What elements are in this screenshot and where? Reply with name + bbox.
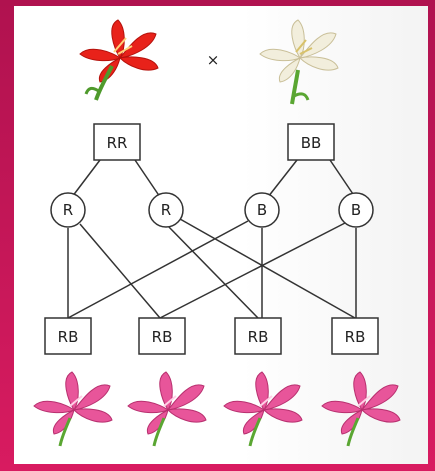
gamete-label: B: [257, 201, 267, 219]
offspring-pink-flower-icon: [223, 371, 303, 435]
parent-genotype-label: BB: [301, 134, 322, 152]
offspring-box: RB: [331, 317, 379, 355]
offspring-genotype-label: RB: [345, 328, 366, 346]
offspring-box: RB: [138, 317, 186, 355]
gamete-label: R: [63, 201, 73, 219]
offspring-box: RB: [234, 317, 282, 355]
gamete-circle: R: [148, 192, 184, 228]
cross-symbol: ×: [207, 51, 220, 69]
offspring-pink-flower-icon: [321, 371, 401, 435]
gamete-circle: B: [244, 192, 280, 228]
gamete-label: R: [161, 201, 171, 219]
gamete-circle: R: [50, 192, 86, 228]
offspring-genotype-label: RB: [58, 328, 79, 346]
offspring-genotype-label: RB: [152, 328, 173, 346]
offspring-box: RB: [44, 317, 92, 355]
parent-red-flower-icon: [79, 19, 159, 101]
parent-genotype-label: RR: [107, 134, 128, 152]
offspring-stems: [58, 417, 360, 447]
gamete-circle: B: [338, 192, 374, 228]
offspring-pink-flower-icon: [33, 371, 113, 435]
offspring-pink-flower-icon: [127, 371, 207, 435]
parent-box-bb: BB: [287, 123, 335, 161]
cross-lines: [67, 159, 357, 319]
gamete-label: B: [351, 201, 361, 219]
parent-white-flower-icon: [259, 19, 339, 105]
parent-box-rr: RR: [93, 123, 141, 161]
offspring-genotype-label: RB: [248, 328, 269, 346]
